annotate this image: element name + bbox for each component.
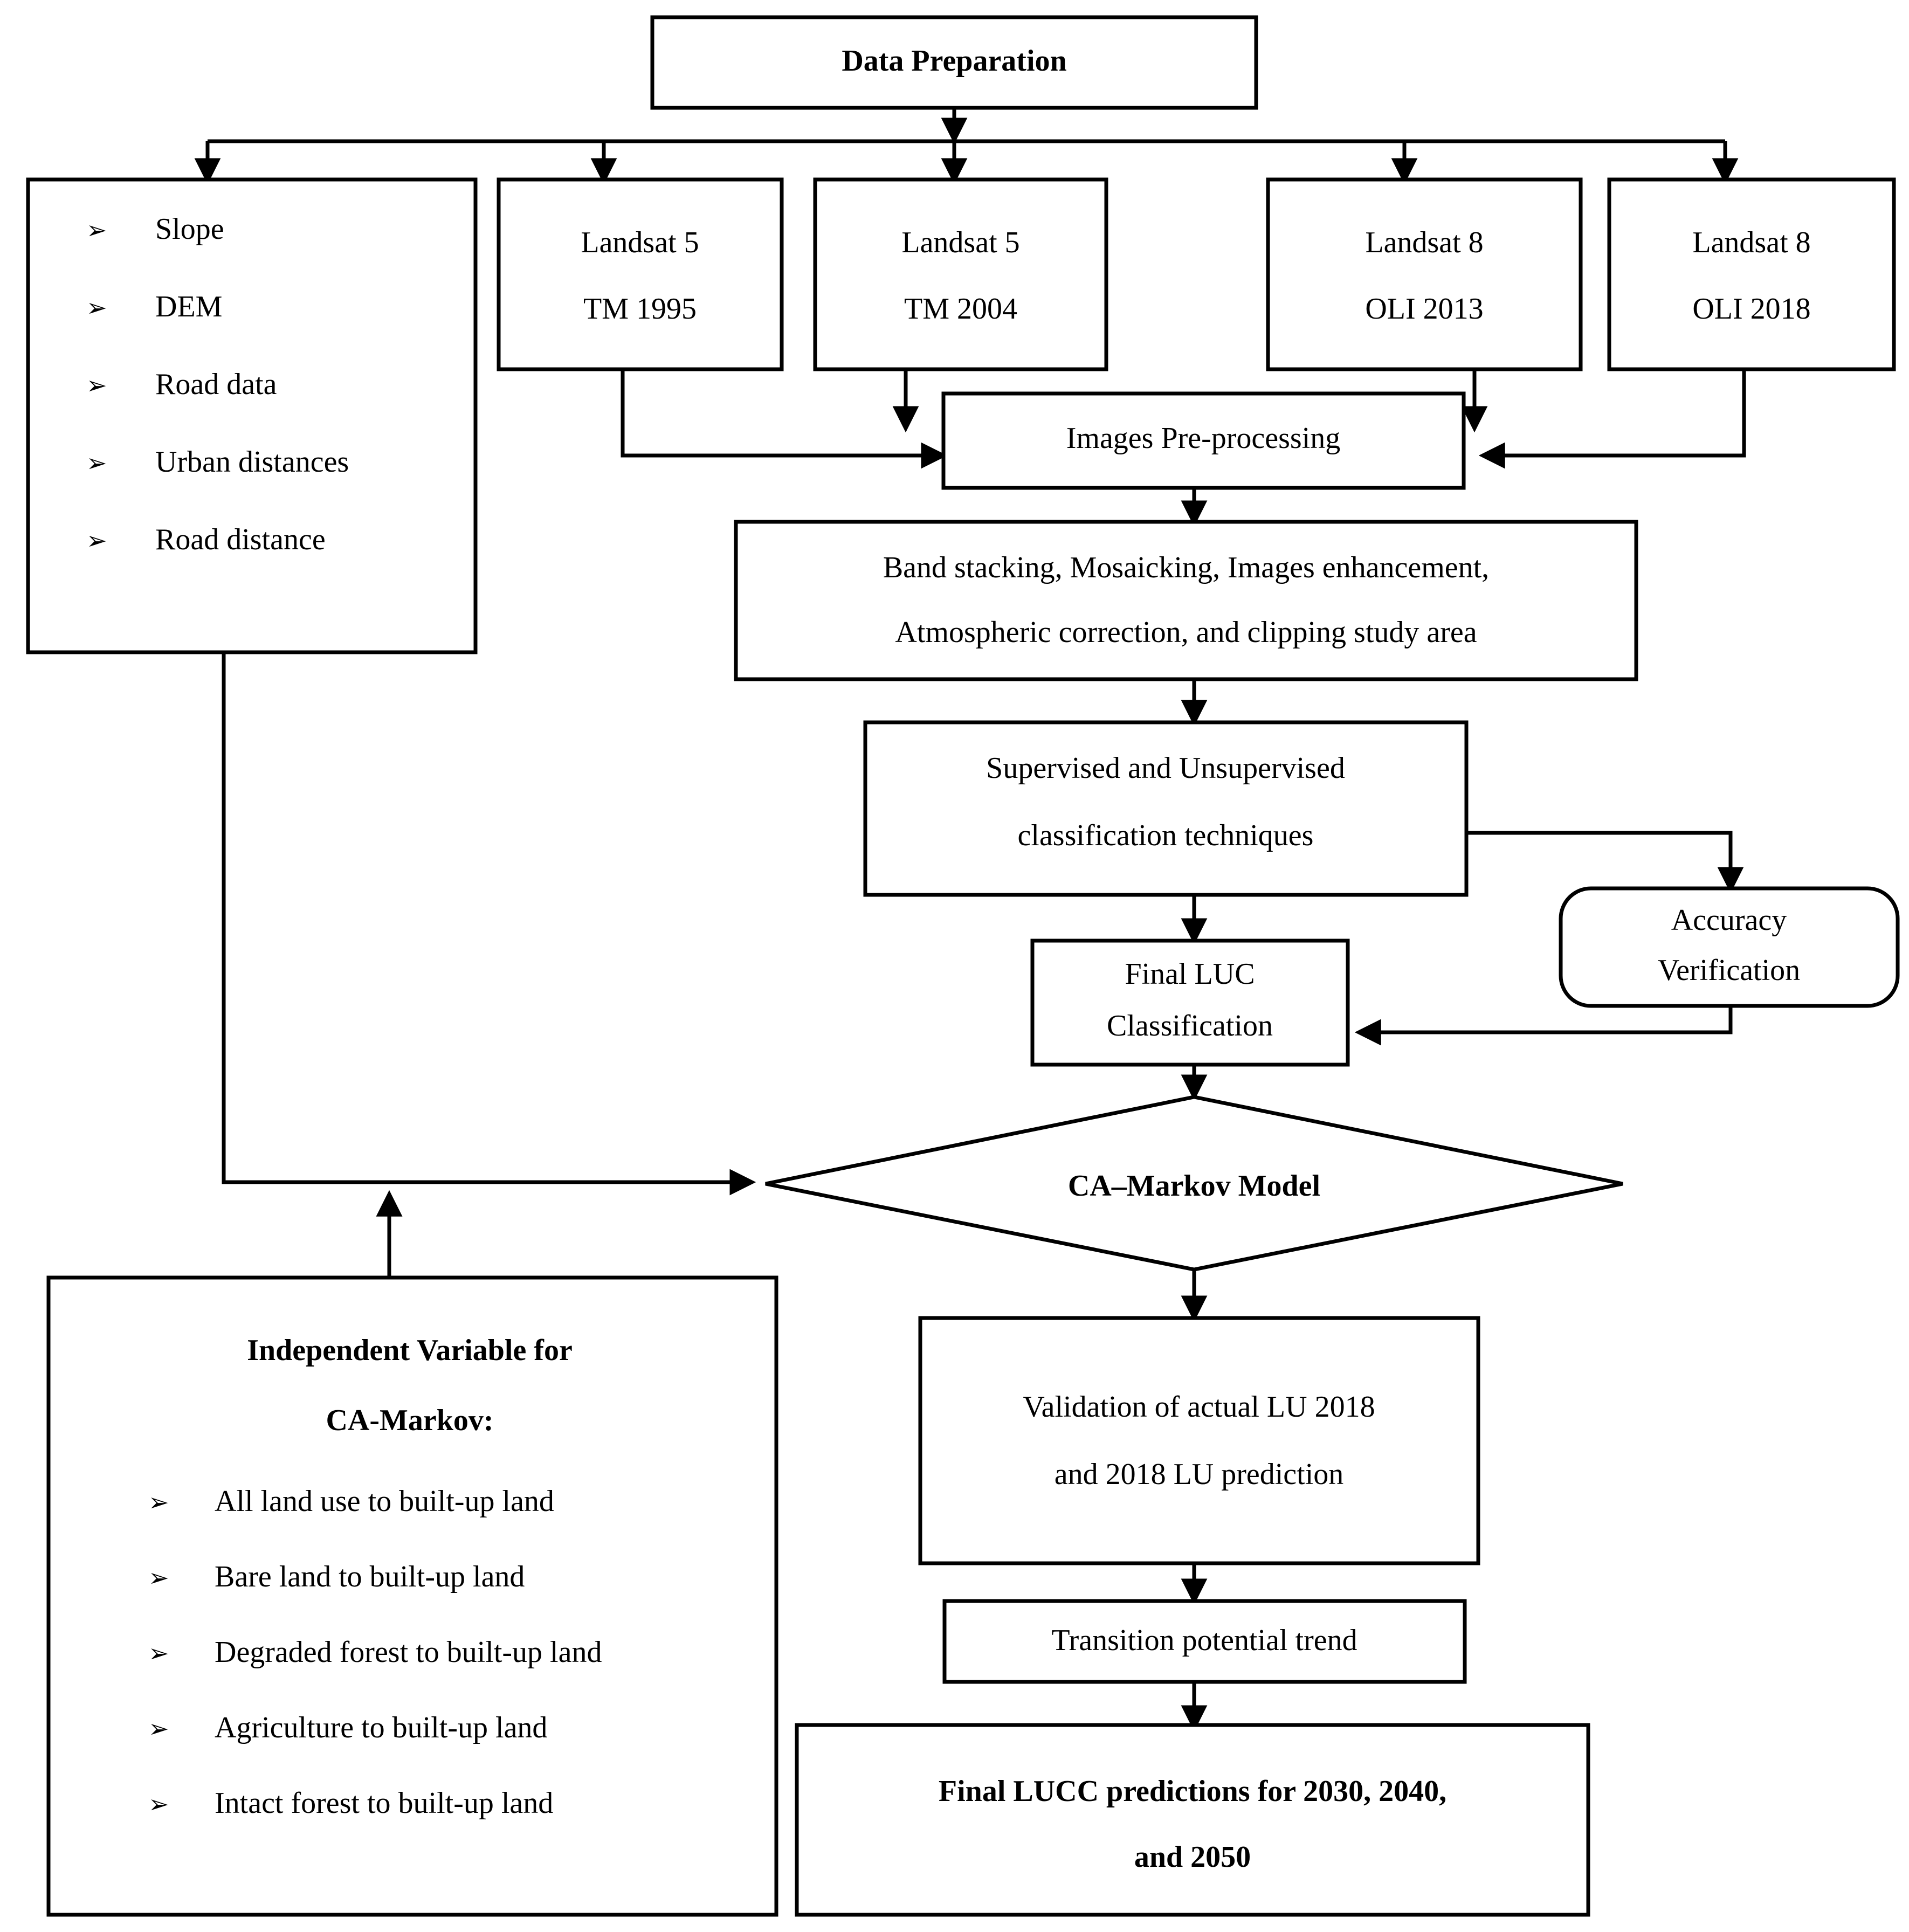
landsat8-2013-line1: Landsat 8 [1365, 226, 1483, 259]
final-predictions-line1: Final LUCC predictions for 2030, 2040, [939, 1775, 1446, 1808]
connector-inputs-to-camarkov [222, 652, 756, 1196]
node-final-luc[interactable]: Final LUC Classification [1030, 939, 1350, 1067]
input-layer-item-3: Urban distances [155, 445, 349, 479]
node-landsat8-2018[interactable]: Landsat 8 OLI 2018 [1607, 177, 1896, 371]
data-preparation-label: Data Preparation [842, 44, 1066, 78]
classification-techniques-line2: classification techniques [1018, 819, 1314, 852]
classification-techniques-box[interactable] [863, 720, 1469, 897]
node-ca-markov-model[interactable]: CA–Markov Model [765, 1095, 1623, 1272]
final-luc-line1: Final LUC [1125, 957, 1255, 991]
validation-box[interactable] [918, 1316, 1480, 1565]
input-layer-item-2: Road data [155, 368, 277, 401]
independent-variable-title-line1: Independent Variable for [247, 1334, 573, 1367]
connector-landsat8-2018-to-preprocessing [1478, 369, 1746, 469]
node-independent-variable[interactable]: Independent Variable for CA-Markov: ➢ Al… [46, 1275, 778, 1917]
node-final-predictions[interactable]: Final LUCC predictions for 2030, 2040, a… [795, 1723, 1590, 1917]
node-input-layers[interactable]: ➢ Slope ➢ DEM ➢ Road data ➢ Urban distan… [26, 177, 478, 654]
node-transition-potential[interactable]: Transition potential trend [942, 1599, 1467, 1684]
node-images-preprocessing[interactable]: Images Pre-processing [941, 391, 1466, 490]
connector-accuracy-to-finalluc [1354, 1005, 1733, 1046]
chevron-bullet-icon: ➢ [148, 1639, 169, 1668]
independent-variable-item-1: Bare land to built-up land [215, 1560, 525, 1593]
landsat8-2013-box[interactable] [1266, 177, 1583, 371]
validation-line1: Validation of actual LU 2018 [1023, 1390, 1375, 1424]
input-layer-item-0: Slope [155, 212, 224, 246]
landsat8-2018-line2: OLI 2018 [1692, 292, 1810, 326]
connectors [194, 108, 1746, 1732]
ca-markov-label: CA–Markov Model [1068, 1169, 1320, 1203]
node-landsat5-2004[interactable]: Landsat 5 TM 2004 [813, 177, 1108, 371]
node-data-preparation[interactable]: Data Preparation [650, 15, 1258, 110]
independent-variable-list: ➢ All land use to built-up land ➢ Bare l… [148, 1485, 602, 1820]
chevron-bullet-icon: ➢ [148, 1790, 169, 1819]
landsat8-2018-box[interactable] [1607, 177, 1896, 371]
connector-landsat5-1995-to-preprocessing [621, 369, 948, 469]
node-landsat8-2013[interactable]: Landsat 8 OLI 2013 [1266, 177, 1583, 371]
accuracy-verification-line1: Accuracy [1671, 903, 1787, 937]
band-stacking-line1: Band stacking, Mosaicking, Images enhanc… [883, 551, 1489, 584]
band-stacking-box[interactable] [734, 520, 1638, 681]
independent-variable-box[interactable] [46, 1275, 778, 1917]
chevron-bullet-icon: ➢ [86, 448, 107, 478]
input-layer-item-4: Road distance [155, 523, 326, 556]
landsat5-2004-line2: TM 2004 [904, 292, 1017, 326]
node-accuracy-verification[interactable]: Accuracy Verification [1559, 886, 1900, 1008]
accuracy-verification-line2: Verification [1658, 954, 1800, 987]
final-predictions-line2: and 2050 [1134, 1840, 1251, 1874]
landsat5-1995-line1: Landsat 5 [581, 226, 699, 259]
input-layers-box[interactable] [26, 177, 478, 654]
landsat8-2013-line2: OLI 2013 [1365, 292, 1483, 326]
landsat5-2004-line1: Landsat 5 [901, 226, 1019, 259]
validation-line2: and 2018 LU prediction [1055, 1458, 1344, 1491]
input-layers-list: ➢ Slope ➢ DEM ➢ Road data ➢ Urban distan… [86, 212, 349, 556]
accuracy-verification-box[interactable] [1559, 886, 1900, 1008]
landsat5-2004-box[interactable] [813, 177, 1108, 371]
transition-potential-box[interactable] [942, 1599, 1467, 1684]
images-preprocessing-label: Images Pre-processing [1066, 422, 1341, 455]
landsat8-2018-line1: Landsat 8 [1692, 226, 1810, 259]
input-layer-item-1: DEM [155, 290, 222, 323]
independent-variable-item-4: Intact forest to built-up land [215, 1786, 553, 1820]
landsat5-1995-line2: TM 1995 [583, 292, 697, 326]
independent-variable-item-3: Agriculture to built-up land [215, 1711, 547, 1744]
landsat5-1995-box[interactable] [497, 177, 784, 371]
independent-variable-title-line2: CA-Markov: [326, 1404, 493, 1437]
node-band-stacking[interactable]: Band stacking, Mosaicking, Images enhanc… [734, 520, 1638, 681]
band-stacking-line2: Atmospheric correction, and clipping stu… [895, 616, 1477, 649]
chevron-bullet-icon: ➢ [148, 1714, 169, 1743]
transition-potential-label: Transition potential trend [1051, 1624, 1357, 1657]
node-landsat5-1995[interactable]: Landsat 5 TM 1995 [497, 177, 784, 371]
chevron-bullet-icon: ➢ [148, 1488, 169, 1517]
chevron-bullet-icon: ➢ [86, 371, 107, 400]
chevron-bullet-icon: ➢ [86, 526, 107, 555]
final-predictions-box[interactable] [795, 1723, 1590, 1917]
ca-markov-diamond[interactable] [765, 1095, 1623, 1272]
node-validation[interactable]: Validation of actual LU 2018 and 2018 LU… [918, 1316, 1480, 1565]
node-classification-techniques[interactable]: Supervised and Unsupervised classificati… [863, 720, 1469, 897]
images-preprocessing-box[interactable] [941, 391, 1466, 490]
final-luc-line2: Classification [1107, 1009, 1273, 1043]
chevron-bullet-icon: ➢ [86, 293, 107, 322]
independent-variable-item-2: Degraded forest to built-up land [215, 1636, 602, 1669]
connector-classification-to-accuracy [1466, 831, 1744, 894]
final-luc-box[interactable] [1030, 939, 1350, 1067]
data-preparation-box[interactable] [650, 15, 1258, 110]
independent-variable-item-0: All land use to built-up land [215, 1485, 554, 1518]
chevron-bullet-icon: ➢ [148, 1563, 169, 1592]
chevron-bullet-icon: ➢ [86, 216, 107, 245]
classification-techniques-line1: Supervised and Unsupervised [986, 751, 1345, 785]
